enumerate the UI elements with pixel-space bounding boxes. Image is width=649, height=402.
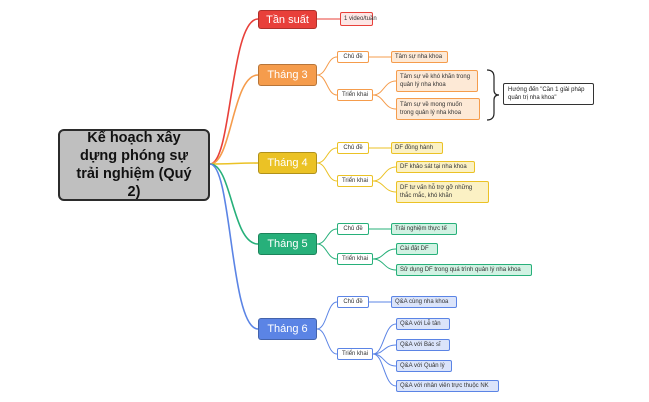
branch-thang-4[interactable]: Tháng 4 xyxy=(258,152,317,174)
thang-6-item-4[interactable]: Q&A với nhân viên trực thuộc NK xyxy=(396,380,499,392)
connector-thang3-item1 xyxy=(372,80,397,96)
branch-thang-5[interactable]: Tháng 5 xyxy=(258,233,317,255)
thang-5-topic[interactable]: Trải nghiệm thực tế xyxy=(391,223,457,235)
connector-root-frequency xyxy=(209,18,259,165)
thang-3-topic[interactable]: Tâm sự nha khoa xyxy=(391,51,448,63)
connector-thang5-deploy xyxy=(316,243,338,260)
root-node[interactable]: Kế hoạch xây dựng phóng sự trải nghiệm (… xyxy=(58,129,210,201)
connector-thang4-item2 xyxy=(372,180,397,193)
connector-thang4-topic xyxy=(316,147,338,164)
connector-thang5-topic xyxy=(316,228,338,245)
connector-thang3-item2 xyxy=(372,94,397,110)
thang-4-topic[interactable]: DF đồng hành xyxy=(391,142,443,154)
connector-thang6-item1 xyxy=(372,323,397,355)
thang-4-item-2[interactable]: DF tư vấn hỗ trợ gỡ những thắc mắc, khó … xyxy=(396,181,489,203)
branch-thang-5-label: Tháng 5 xyxy=(267,238,308,250)
connector-thang3-topic xyxy=(316,56,338,76)
thang-4-deploy-label[interactable]: Triển khai xyxy=(337,175,373,187)
branch-thang-4-label: Tháng 4 xyxy=(267,157,308,169)
branch-thang-6-label: Tháng 6 xyxy=(267,323,308,335)
connector-thang6-item4 xyxy=(372,353,397,387)
connector-thang3-deploy xyxy=(316,74,338,96)
thang-5-item-1[interactable]: Cài đặt DF xyxy=(396,243,438,255)
thang-6-item-1[interactable]: Q&A với Lễ tân xyxy=(396,318,450,330)
thang-3-item-2[interactable]: Tâm sự về mong muốn trong quản lý nha kh… xyxy=(396,98,480,120)
thang-3-item-1[interactable]: Tâm sự về khó khăn trong quản lý nha kho… xyxy=(396,70,478,92)
thang-4-topic-label[interactable]: Chủ đề xyxy=(337,142,369,154)
thang-4-item-1[interactable]: DF khảo sát tại nha khoa xyxy=(396,161,475,173)
frequency-value[interactable]: 1 video/tuần xyxy=(340,12,377,26)
connector-thang6-item2 xyxy=(372,344,397,355)
connector-thang5-item1 xyxy=(372,248,397,260)
connector-thang4-item1 xyxy=(372,166,397,182)
connector-root-thang4 xyxy=(209,162,259,165)
connector-thang4-deploy xyxy=(316,162,338,182)
thang-5-deploy-label[interactable]: Triển khai xyxy=(337,253,373,265)
branch-frequency-label: Tần suất xyxy=(266,13,309,26)
branch-thang-6[interactable]: Tháng 6 xyxy=(258,318,317,340)
branch-thang-3[interactable]: Tháng 3 xyxy=(258,64,317,86)
root-title: Kế hoạch xây dựng phóng sự trải nghiệm (… xyxy=(76,130,192,200)
connector-root-thang3 xyxy=(209,74,259,165)
summary-bracket xyxy=(486,69,500,121)
thang-6-item-3[interactable]: Q&A với Quản lý xyxy=(396,360,452,372)
branch-frequency[interactable]: Tần suất xyxy=(258,10,317,29)
connector-thang6-deploy xyxy=(316,328,338,355)
thang-3-topic-label[interactable]: Chủ đề xyxy=(337,51,369,63)
thang-5-topic-label[interactable]: Chủ đề xyxy=(337,223,369,235)
thang-3-deploy-label[interactable]: Triển khai xyxy=(337,89,373,101)
thang-5-item-2[interactable]: Sử dụng DF trong quá trình quản lý nha k… xyxy=(396,264,532,276)
thang-6-topic-label[interactable]: Chủ đề xyxy=(337,296,369,308)
thang-6-topic[interactable]: Q&A cùng nha khoa xyxy=(391,296,457,308)
frequency-value-text: 1 video/tuần xyxy=(344,16,377,22)
branch-thang-3-label: Tháng 3 xyxy=(267,69,308,81)
summary-note[interactable]: Hướng đến "Cần 1 giải pháp quản trị nha … xyxy=(503,83,594,105)
thang-6-deploy-label[interactable]: Triển khai xyxy=(337,348,373,360)
connector-root-thang6 xyxy=(209,163,259,330)
connector-root-thang5 xyxy=(209,163,259,245)
connector-thang6-topic xyxy=(316,301,338,330)
connector-thang5-item2 xyxy=(372,258,397,271)
thang-6-item-2[interactable]: Q&A với Bác sĩ xyxy=(396,339,450,351)
